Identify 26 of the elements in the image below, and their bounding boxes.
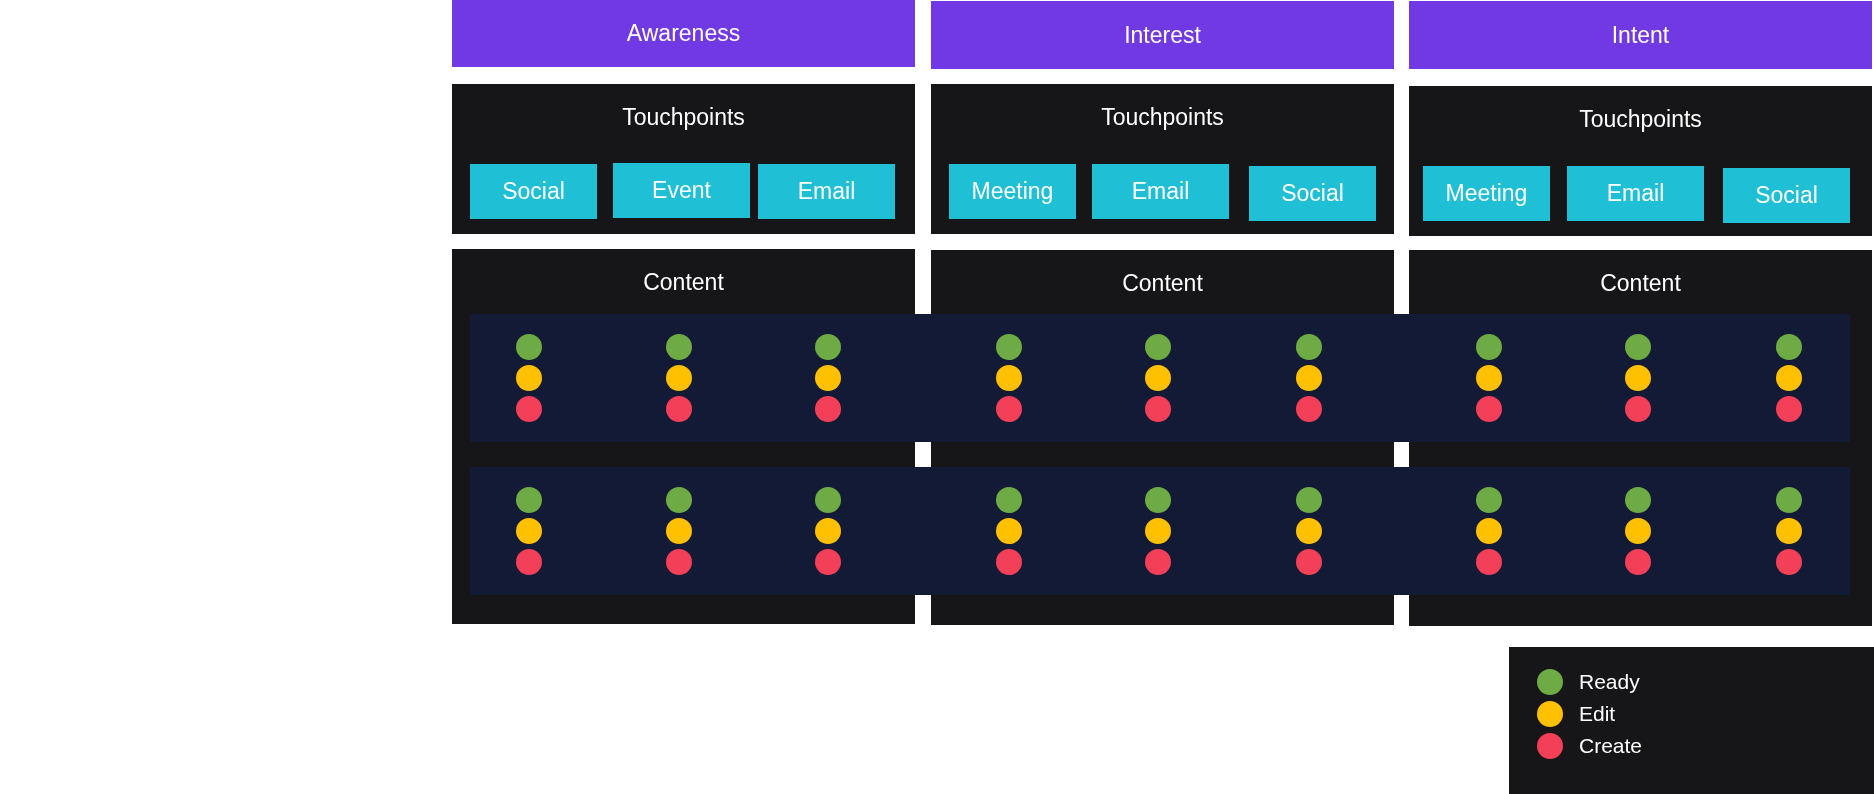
stage-header: Awareness: [452, 0, 915, 67]
touchpoints-panel: [452, 84, 915, 234]
channel-tag: Meeting: [1423, 166, 1550, 221]
channel-tag: Email: [1567, 166, 1704, 221]
panel-title: Touchpoints: [1579, 106, 1702, 133]
content-panel: [1409, 250, 1872, 626]
channel-tag: Social: [1249, 166, 1376, 221]
stage-header: Intent: [1409, 1, 1872, 69]
channel-tag: Social: [470, 164, 597, 219]
stage-header: Interest: [931, 1, 1394, 69]
touchpoints-panel: [1409, 86, 1872, 236]
channel-tag: Social: [1723, 168, 1850, 223]
panel-title: Content: [1600, 270, 1681, 297]
channel-tag: Event: [613, 163, 750, 218]
touchpoints-panel: [931, 84, 1394, 234]
channel-tag: Email: [758, 164, 895, 219]
channel-tag: Email: [1092, 164, 1229, 219]
panel-title: Touchpoints: [622, 104, 745, 131]
panel-title: Content: [1122, 270, 1203, 297]
legend-label: Edit: [1579, 702, 1616, 726]
legend-label: Ready: [1579, 670, 1640, 694]
legend-label: Create: [1579, 734, 1643, 758]
content-panel: [452, 249, 915, 624]
channel-tag: Meeting: [949, 164, 1076, 219]
panel-title: Touchpoints: [1101, 104, 1224, 131]
panel-title: Content: [643, 269, 724, 296]
